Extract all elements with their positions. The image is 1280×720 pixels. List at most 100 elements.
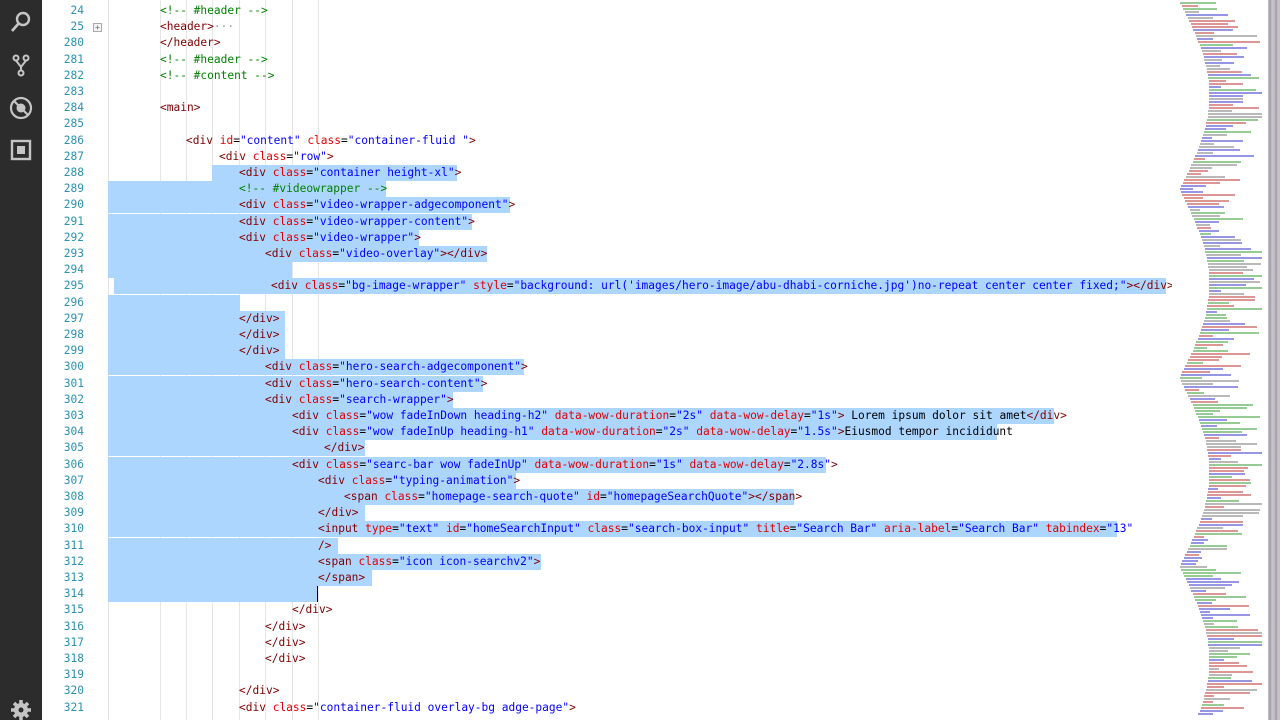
minimap[interactable] xyxy=(1172,0,1268,720)
code-line[interactable]: 281<!-- #header --> xyxy=(42,52,1172,68)
minimap-line xyxy=(1190,167,1212,169)
minimap-line xyxy=(1187,173,1201,175)
code-line[interactable]: 305</div> xyxy=(42,440,1172,457)
debug-icon[interactable] xyxy=(0,90,42,126)
code-line[interactable]: 289<!-- #videowrapper --> xyxy=(42,181,1172,198)
selection-highlight xyxy=(108,359,524,376)
minimap-line xyxy=(1209,662,1239,664)
minimap-line xyxy=(1208,263,1261,265)
minimap-line xyxy=(1209,479,1250,481)
code-line[interactable]: 315</div> xyxy=(42,602,1172,618)
line-number: 302 xyxy=(63,392,84,406)
minimap-line xyxy=(1206,440,1236,442)
code-line[interactable]: 286<div id="content" class="container-fl… xyxy=(42,133,1172,149)
line-number: 301 xyxy=(63,376,84,390)
minimap-line xyxy=(1202,50,1221,52)
code-line[interactable]: 302<div class="search-wrapper"> xyxy=(42,391,1172,408)
code-line[interactable]: 300<div class="hero-search-adgecomponent… xyxy=(42,359,1172,376)
code-line[interactable]: 283 xyxy=(42,84,1172,100)
code-editor[interactable]: 24<!-- #header -->25+<header>···280</hea… xyxy=(42,0,1172,720)
minimap-line xyxy=(1209,473,1245,475)
fold-expand-icon[interactable]: + xyxy=(93,23,102,33)
minimap-line xyxy=(1194,596,1246,598)
selection-highlight xyxy=(108,537,338,554)
minimap-line xyxy=(1206,314,1226,316)
code-line[interactable]: 312<span class="icon icon-searchv2"> xyxy=(42,553,1172,570)
minimap-line xyxy=(1184,197,1203,199)
minimap-line xyxy=(1184,386,1238,388)
text-cursor xyxy=(317,586,318,603)
minimap-line xyxy=(1206,125,1233,127)
minimap-line xyxy=(1208,677,1231,679)
code-line[interactable]: 287<div class="row"> xyxy=(42,149,1172,165)
code-line[interactable]: 321<div class="container-fluid overlay-b… xyxy=(42,700,1172,716)
minimap-line xyxy=(1191,212,1225,214)
line-number: 303 xyxy=(63,409,84,422)
code-line[interactable]: 284<main> xyxy=(42,100,1172,116)
code-line[interactable]: 304<div class="wow fadeInUp heading-h1" … xyxy=(42,424,1172,441)
code-line[interactable]: 318</div> xyxy=(42,651,1172,667)
minimap-line xyxy=(1209,659,1224,661)
code-line[interactable]: 307<div class="typing-animation"> xyxy=(42,472,1172,489)
line-number: 305 xyxy=(63,441,84,455)
minimap-line xyxy=(1204,245,1220,247)
code-line[interactable]: 290<div class="video-wrapper-adgecompone… xyxy=(42,197,1172,214)
minimap-line xyxy=(1188,359,1219,361)
gear-icon[interactable] xyxy=(0,692,42,720)
code-line[interactable]: 288<div class="container height-xl"> xyxy=(42,165,1172,181)
code-line[interactable]: 314 xyxy=(42,586,1172,603)
search-icon[interactable] xyxy=(0,4,42,40)
selection-highlight xyxy=(108,343,285,360)
code-line[interactable]: 308<span class="homepage-search-quote" i… xyxy=(42,489,1172,505)
code-line[interactable]: 294 xyxy=(42,262,1172,279)
code-line[interactable]: 24<!-- #header --> xyxy=(42,3,1172,19)
code-line[interactable]: 313</span> xyxy=(42,570,1172,586)
code-line[interactable]: 280</header> xyxy=(42,35,1172,51)
minimap-line xyxy=(1194,158,1205,160)
code-line[interactable]: 296 xyxy=(42,294,1172,311)
minimap-line xyxy=(1204,320,1230,322)
minimap-line xyxy=(1203,701,1213,703)
selection-highlight xyxy=(108,440,365,457)
minimap-line xyxy=(1202,617,1213,619)
code-line[interactable]: 301<div class="hero-search-content"> xyxy=(42,375,1172,392)
code-line[interactable]: 297</div> xyxy=(42,310,1172,327)
line-number: 309 xyxy=(63,506,84,520)
vertical-scrollbar[interactable] xyxy=(1268,0,1280,720)
extensions-icon[interactable] xyxy=(0,132,42,168)
code-text: <div id="content" class="container-fluid… xyxy=(186,133,476,147)
code-line[interactable]: 320</div> xyxy=(42,683,1172,699)
code-line[interactable]: 306<div class="searc-bar wow fadeInUp" d… xyxy=(42,456,1172,473)
code-line[interactable]: 303<div class="wow fadeInDown heading-h2… xyxy=(42,408,1172,424)
code-line[interactable]: 285 xyxy=(42,116,1172,132)
minimap-line xyxy=(1187,392,1204,394)
source-control-icon[interactable] xyxy=(0,47,42,83)
code-line[interactable]: 310<input type="text" id="homeSearchInpu… xyxy=(42,521,1172,538)
minimap-line xyxy=(1184,368,1223,370)
line-number: 291 xyxy=(63,214,84,228)
code-line[interactable]: 295<div class="bg-image-wrapper" style="… xyxy=(42,278,1172,295)
selection-highlight xyxy=(108,424,997,441)
code-line[interactable]: 298</div> xyxy=(42,327,1172,343)
minimap-line xyxy=(1184,557,1202,559)
code-line[interactable]: 25+<header>··· xyxy=(42,19,1172,35)
code-line[interactable]: 309</div> xyxy=(42,505,1172,522)
code-text: <div class="wow fadeInUp heading-h1" dat… xyxy=(292,425,1013,439)
code-line[interactable]: 299</div> xyxy=(42,343,1172,360)
minimap-line xyxy=(1204,59,1222,61)
minimap-line xyxy=(1191,164,1237,166)
code-line[interactable]: 319 xyxy=(42,667,1172,683)
code-line[interactable]: 292<div class="video-wrapper"> xyxy=(42,229,1172,246)
code-line[interactable]: 293<div class="video-overlay"></div> xyxy=(42,246,1172,262)
minimap-line xyxy=(1182,383,1213,385)
code-line[interactable]: 282<!-- #content --> xyxy=(42,68,1172,84)
line-number: 290 xyxy=(63,198,84,212)
code-line[interactable]: 311/> xyxy=(42,537,1172,554)
code-line[interactable]: 291<div class="video-wrapper-content"> xyxy=(42,213,1172,230)
code-line[interactable]: 316</div> xyxy=(42,619,1172,635)
minimap-line xyxy=(1180,188,1193,190)
selection-highlight xyxy=(108,310,285,327)
code-line[interactable]: 317</div> xyxy=(42,635,1172,651)
code-text: </div> xyxy=(265,619,306,633)
minimap-line xyxy=(1209,668,1219,670)
